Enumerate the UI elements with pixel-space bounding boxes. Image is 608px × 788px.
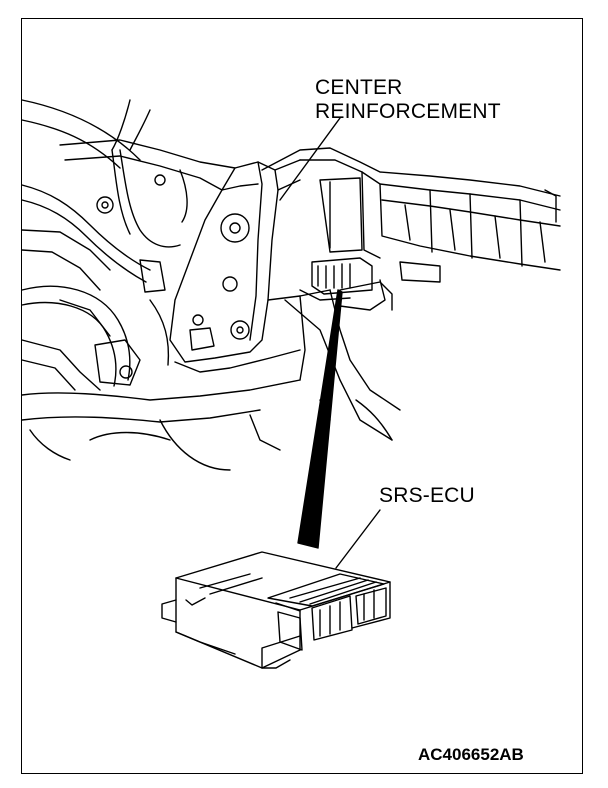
center-reinforcement-label: CENTER REINFORCEMENT — [315, 76, 501, 124]
left-structure-and-harness — [21, 99, 236, 391]
center-reinforcement-label-line2: REINFORCEMENT — [315, 100, 501, 123]
srs-ecu-module — [161, 551, 391, 669]
instrument-panel-crossmember — [261, 147, 561, 283]
srs-ecu-label: SRS-ECU — [379, 484, 475, 507]
center-reinforcement-label-line1: CENTER — [315, 76, 403, 99]
location-arrow — [297, 289, 343, 549]
figure-frame — [21, 18, 583, 774]
floor-panel — [21, 279, 401, 471]
figure-code: AC406652AB — [418, 745, 524, 764]
center-reinforcement-bracket — [169, 159, 301, 363]
leader-lines — [279, 117, 381, 569]
